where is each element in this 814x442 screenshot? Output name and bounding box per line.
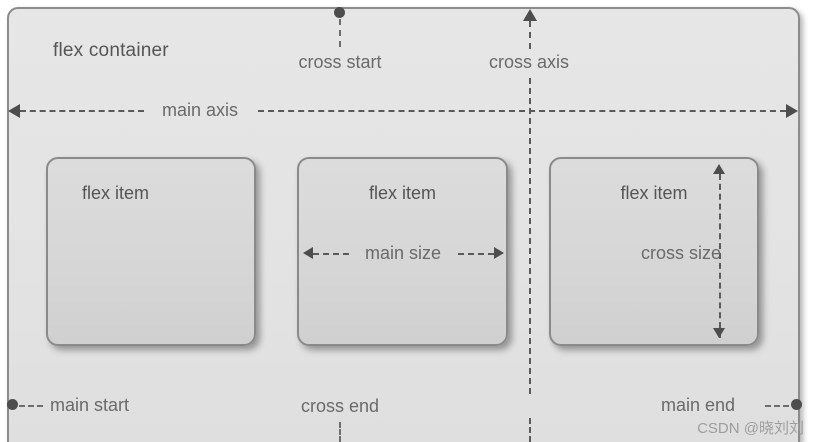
- main-axis-line-left: [20, 110, 144, 112]
- cross-axis-up-arrow-icon: [523, 9, 537, 21]
- flex-item-3-label: flex item: [620, 183, 688, 203]
- cross-axis-line-top: [529, 21, 531, 49]
- main-end-line: [765, 405, 789, 407]
- flex-container-label: flex container: [53, 40, 169, 61]
- cross-end-label: cross end: [300, 396, 380, 416]
- main-axis-left-arrow-icon: [8, 104, 20, 118]
- main-start-line: [19, 405, 43, 407]
- main-end-label: main end: [661, 395, 736, 415]
- main-end-dot-icon: [791, 399, 802, 410]
- main-size-line-left: [313, 253, 349, 255]
- main-size-line-right: [458, 253, 494, 255]
- main-axis-label: main axis: [161, 100, 239, 120]
- flex-item-3: flex item: [549, 157, 759, 346]
- watermark: CSDN @晓刘刘: [697, 420, 804, 437]
- cross-axis-label: cross axis: [488, 52, 570, 72]
- cross-size-line: [719, 174, 721, 338]
- main-size-left-arrow-icon: [303, 247, 313, 259]
- cross-end-line: [339, 422, 341, 442]
- flex-item-2: flex item: [297, 157, 508, 346]
- cross-axis-line-bottom: [529, 418, 531, 442]
- cross-start-line: [339, 19, 341, 47]
- cross-start-dot-icon: [334, 7, 345, 18]
- main-start-label: main start: [50, 395, 130, 415]
- main-start-dot-icon: [7, 399, 18, 410]
- main-size-right-arrow-icon: [494, 247, 504, 259]
- cross-size-down-arrow-icon: [713, 328, 725, 338]
- cross-size-up-arrow-icon: [713, 164, 725, 174]
- flex-item-1-label: flex item: [82, 183, 150, 203]
- main-axis-line-right: [258, 110, 786, 112]
- cross-size-label: cross size: [640, 243, 722, 263]
- cross-axis-line-middle: [529, 78, 531, 394]
- flex-item-1: flex item: [46, 157, 256, 346]
- flex-item-2-label: flex item: [368, 183, 437, 203]
- main-axis-right-arrow-icon: [786, 104, 798, 118]
- main-size-label: main size: [364, 243, 442, 263]
- cross-start-label: cross start: [298, 52, 382, 72]
